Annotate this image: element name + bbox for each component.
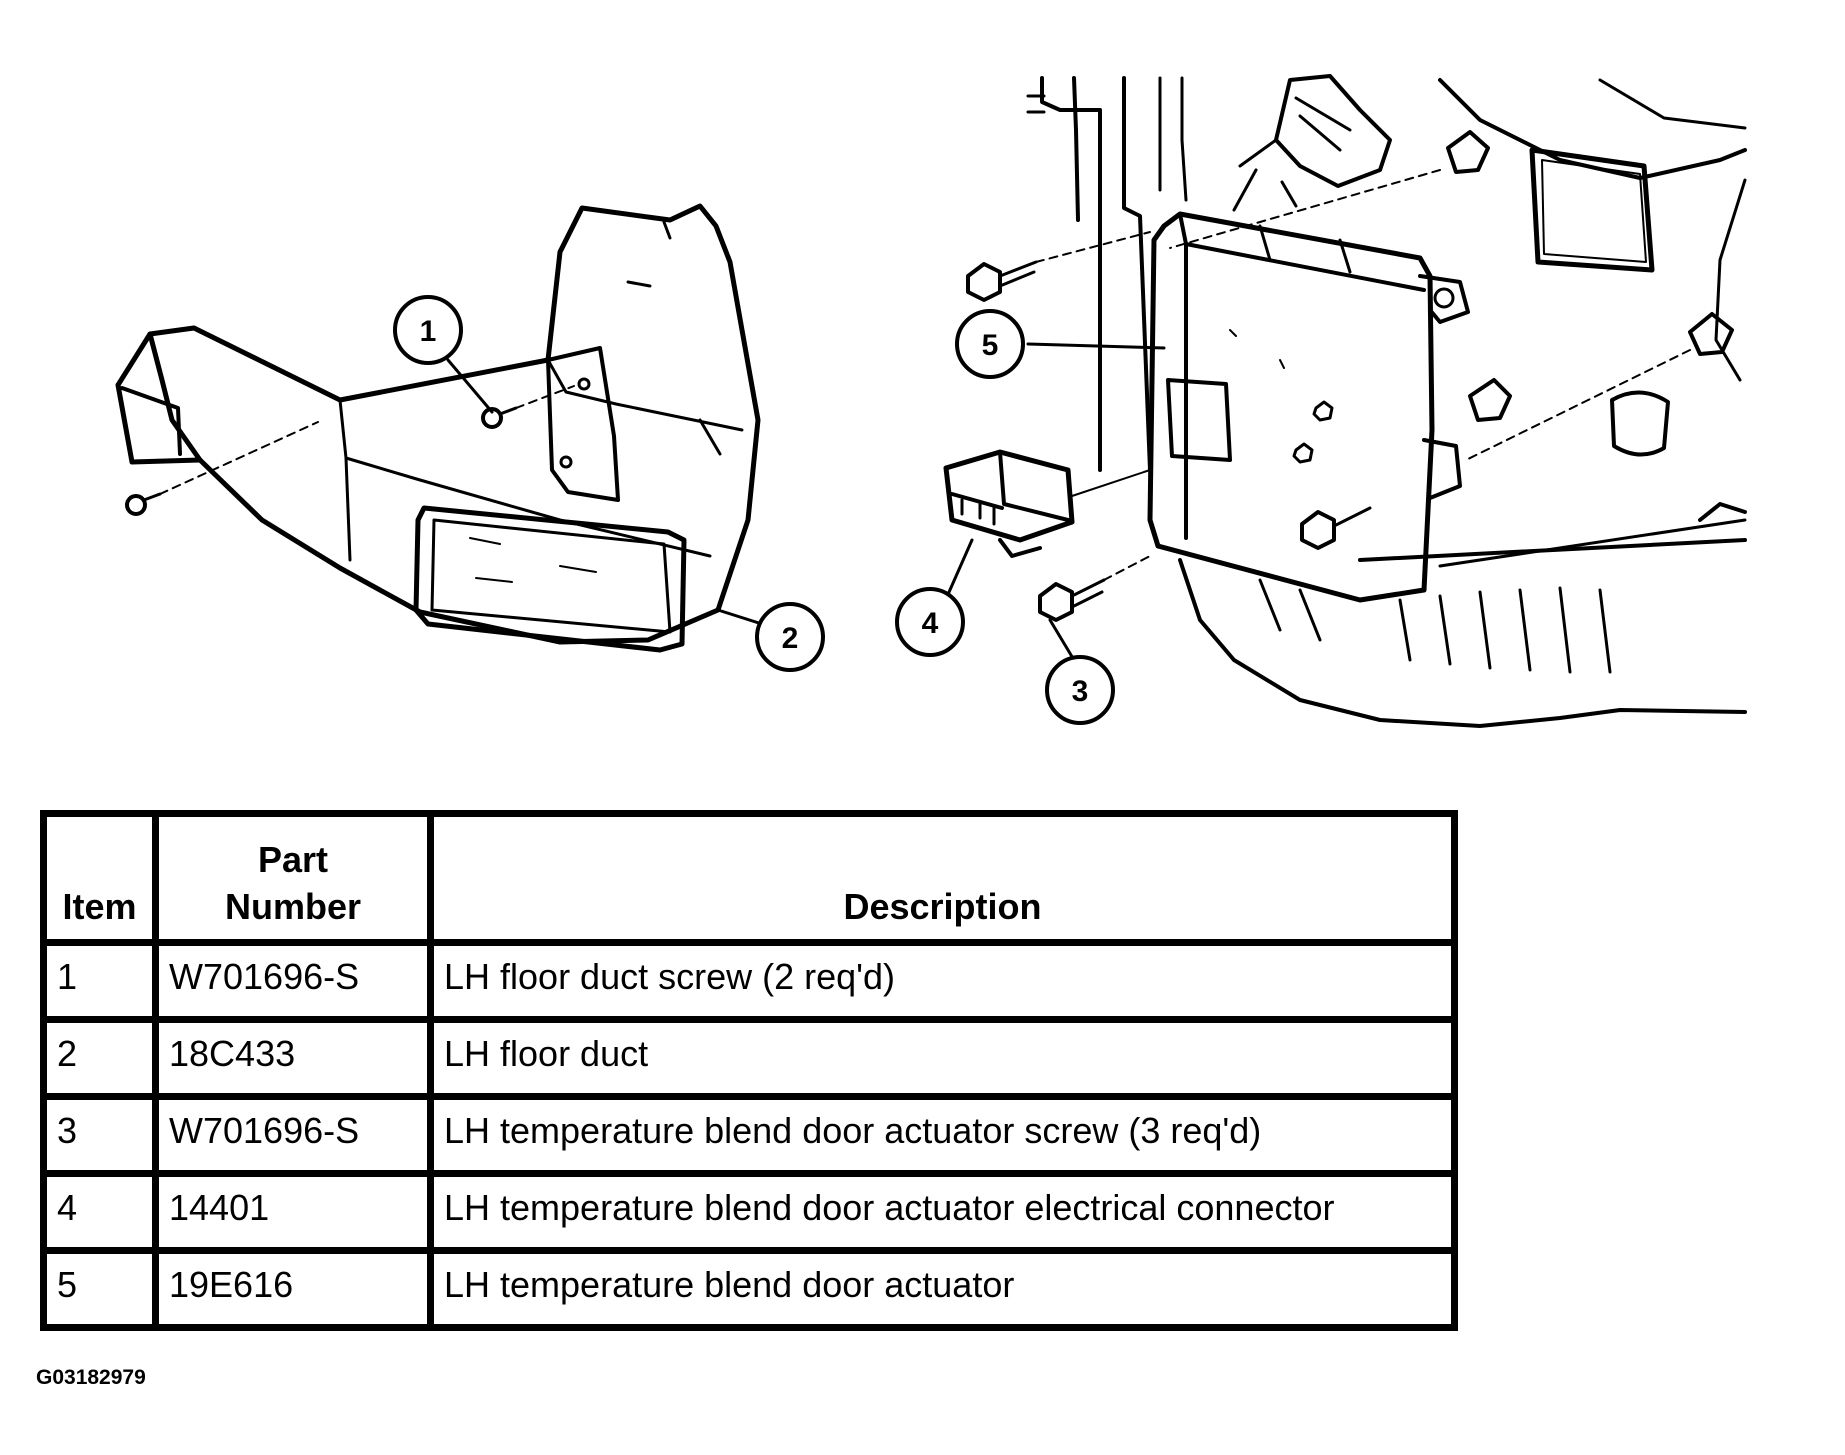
item-cell: 2: [40, 1016, 159, 1100]
table-row: 5 19E616 LH temperature blend door actua…: [40, 1247, 1458, 1331]
callout-2-label: 2: [782, 622, 799, 655]
item-cell: 5: [40, 1247, 159, 1331]
table-row: 4 14401 LH temperature blend door actuat…: [40, 1170, 1458, 1254]
screw-1-drawing: [481, 385, 575, 429]
description-cell: LH temperature blend door actuator screw…: [427, 1093, 1458, 1177]
upper-actuator-screw-drawing: [966, 231, 1151, 302]
exploded-view-illustration: 1 2 3 4 5: [115, 74, 1747, 728]
description-cell: LH temperature blend door actuator elect…: [427, 1170, 1458, 1254]
part-number-cell: 18C433: [152, 1016, 434, 1100]
table-row: 1 W701696-S LH floor duct screw (2 req'd…: [40, 939, 1458, 1023]
item-column-header: Item: [40, 810, 159, 946]
part-number-cell: 19E616: [152, 1247, 434, 1331]
item-cell: 4: [40, 1170, 159, 1254]
callout-circles: [393, 295, 1115, 725]
connector-4-drawing: [943, 449, 1151, 558]
figure-code: G03182979: [36, 1366, 146, 1389]
callout-4-label: 4: [922, 607, 939, 640]
item-cell: 3: [40, 1093, 159, 1177]
callout-1-label: 1: [420, 315, 437, 348]
callout-5-label: 5: [982, 329, 999, 362]
table-row: 3 W701696-S LH temperature blend door ac…: [40, 1093, 1458, 1177]
screw-3-drawing: [1038, 555, 1151, 622]
part-number-cell: 14401: [152, 1170, 434, 1254]
part-number-cell: W701696-S: [152, 1093, 434, 1177]
item-cell: 1: [40, 939, 159, 1023]
description-cell: LH temperature blend door actuator: [427, 1247, 1458, 1331]
actuator-assembly-drawing: [940, 74, 1747, 728]
actuator-screw-drawing: [1300, 506, 1372, 550]
description-column-header: Description: [427, 810, 1458, 946]
part-number-cell: W701696-S: [152, 939, 434, 1023]
floor-duct-drawing: [115, 203, 767, 653]
description-cell: LH floor duct: [427, 1016, 1458, 1100]
table-row: 2 18C433 LH floor duct: [40, 1016, 1458, 1100]
description-cell: LH floor duct screw (2 req'd): [427, 939, 1458, 1023]
duct-side-screw-drawing: [125, 421, 319, 516]
callout-3-label: 3: [1072, 675, 1089, 708]
